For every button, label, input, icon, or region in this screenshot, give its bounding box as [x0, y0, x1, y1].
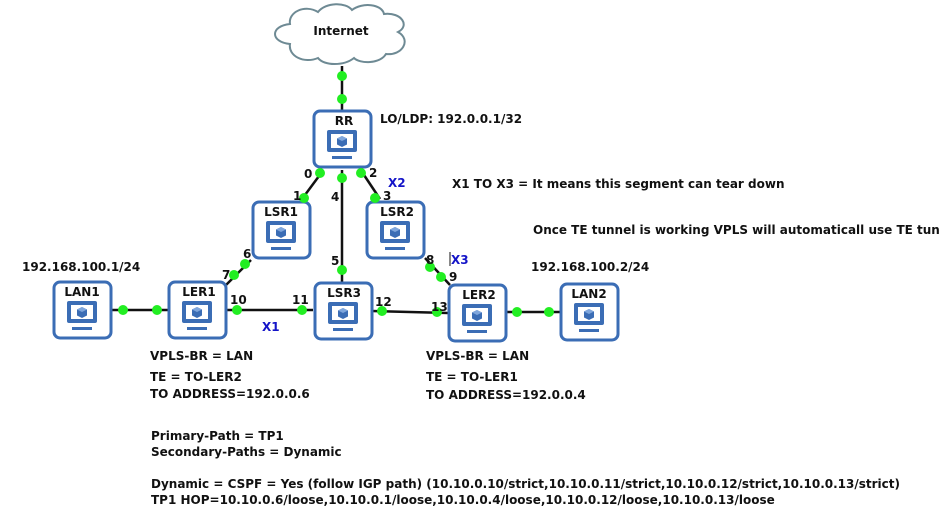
port-dot[interactable]	[337, 71, 347, 81]
port-label: 6	[243, 247, 251, 261]
marker-x3: X3	[451, 253, 469, 267]
node-label: LSR2	[380, 205, 414, 219]
port-label: 8	[426, 253, 434, 267]
port-label: 7	[222, 268, 230, 282]
rr-loopback-label: LO/LDP: 192.0.0.1/32	[380, 112, 522, 126]
port-dot[interactable]	[315, 168, 325, 178]
port-dot[interactable]	[544, 307, 554, 317]
port-dot[interactable]	[436, 272, 446, 282]
port-label: 9	[449, 270, 457, 284]
cloud-label: Internet	[313, 24, 368, 38]
node-lsr3[interactable]: LSR3	[313, 281, 374, 341]
node-lan1[interactable]: LAN1	[52, 280, 113, 340]
node-rr[interactable]: RR	[312, 109, 373, 169]
port-dot[interactable]	[229, 270, 239, 280]
port-dot[interactable]	[370, 193, 380, 203]
node-label: LER2	[462, 288, 495, 302]
port-dot[interactable]	[337, 173, 347, 183]
port-dot[interactable]	[377, 306, 387, 316]
lan1-ip-label: 192.168.100.1/24	[22, 260, 140, 274]
node-lsr1[interactable]: LSR1	[251, 200, 312, 260]
internet-cloud[interactable]: Internet	[274, 3, 406, 65]
cloud-shape	[274, 3, 406, 65]
node-label: LER1	[182, 285, 215, 299]
marker-x1: X1	[262, 320, 280, 334]
ler2-te-label: TE = TO-LER1	[426, 370, 518, 384]
port-label: 4	[331, 190, 339, 204]
ler1-te-label: TE = TO-LER2	[150, 370, 242, 384]
port-label: 0	[304, 167, 312, 181]
port-dot[interactable]	[337, 94, 347, 104]
port-dot[interactable]	[512, 307, 522, 317]
node-ler1[interactable]: LER1	[167, 280, 228, 340]
port-dot[interactable]	[152, 305, 162, 315]
segment-note: X1 TO X3 = It means this segment can tea…	[452, 177, 784, 191]
port-label: 10	[230, 293, 247, 307]
port-dot[interactable]	[299, 193, 309, 203]
secondary-paths-label: Secondary-Paths = Dynamic	[151, 445, 342, 459]
port-label: 2	[369, 166, 377, 180]
port-dot[interactable]	[232, 305, 242, 315]
marker-x2: X2	[388, 176, 406, 190]
node-label: LAN1	[64, 285, 99, 299]
node-lan2[interactable]: LAN2	[559, 282, 620, 342]
node-label: LAN2	[571, 287, 606, 301]
node-ler2[interactable]: LER2	[447, 283, 508, 343]
port-dot[interactable]	[118, 305, 128, 315]
port-label: 11	[292, 293, 309, 307]
port-dot[interactable]	[432, 307, 442, 317]
port-dot[interactable]	[297, 305, 307, 315]
node-label: LSR1	[264, 205, 298, 219]
port-label: 13	[431, 300, 448, 314]
ler2-address-label: TO ADDRESS=192.0.0.4	[426, 388, 586, 402]
node-label: RR	[335, 114, 353, 128]
port-dot[interactable]	[240, 259, 250, 269]
port-label: 3	[383, 189, 391, 203]
port-label: 12	[375, 295, 392, 309]
ler1-vpls-label: VPLS-BR = LAN	[150, 349, 253, 363]
node-label: LSR3	[327, 286, 361, 300]
lan2-ip-label: 192.168.100.2/24	[531, 260, 649, 274]
ler1-address-label: TO ADDRESS=192.0.0.6	[150, 387, 310, 401]
dynamic-cspf-label: Dynamic = CSPF = Yes (follow IGP path) (…	[151, 477, 900, 491]
ler2-vpls-label: VPLS-BR = LAN	[426, 349, 529, 363]
tp1-hop-label: TP1 HOP=10.10.0.6/loose,10.10.0.1/loose,…	[151, 493, 775, 506]
port-dot[interactable]	[425, 262, 435, 272]
te-tunnel-note: Once TE tunnel is working VPLS will auto…	[533, 223, 940, 237]
primary-path-label: Primary-Path = TP1	[151, 429, 284, 443]
port-dot[interactable]	[337, 265, 347, 275]
port-label: 1	[293, 189, 301, 203]
port-dot[interactable]	[356, 168, 366, 178]
node-lsr2[interactable]: LSR2	[365, 200, 426, 260]
port-label: 5	[331, 254, 339, 268]
